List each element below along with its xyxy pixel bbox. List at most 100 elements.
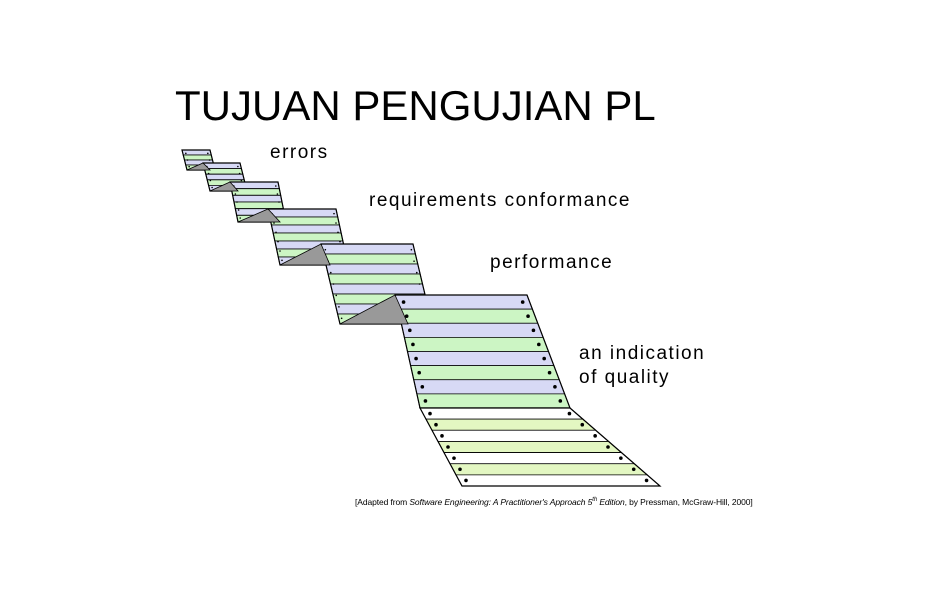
citation-edition-word: Edition bbox=[597, 497, 625, 507]
paper-stripe bbox=[329, 283, 426, 295]
paper-stripe bbox=[400, 322, 544, 338]
paper-stripe bbox=[232, 194, 283, 203]
tractor-hole bbox=[537, 342, 541, 347]
tractor-hole bbox=[240, 179, 243, 182]
paper-stripe bbox=[413, 379, 566, 395]
tractor-hole bbox=[237, 209, 240, 211]
tractor-hole bbox=[458, 467, 462, 472]
tractor-hole bbox=[434, 422, 438, 427]
tractor-hole bbox=[567, 411, 572, 416]
tractor-hole bbox=[464, 478, 468, 483]
tractor-hole bbox=[339, 240, 341, 243]
paper-stripe bbox=[455, 474, 662, 487]
label-quality-line2: of quality bbox=[579, 367, 671, 388]
fold-shadow bbox=[186, 162, 211, 171]
tractor-hole bbox=[237, 165, 239, 168]
paper-stripe bbox=[327, 273, 424, 285]
paper-stripe bbox=[230, 188, 282, 196]
tractor-hole bbox=[440, 434, 444, 438]
tractor-hole bbox=[410, 248, 413, 251]
citation-book-title: Software Engineering: A Practitioner's A… bbox=[409, 497, 586, 507]
fold-shadow bbox=[339, 294, 409, 325]
paper-stripe bbox=[419, 407, 584, 420]
citation-edition-number: 5 bbox=[585, 497, 593, 507]
paper-stripe bbox=[233, 201, 284, 210]
tractor-hole bbox=[275, 231, 277, 234]
tractor-hole bbox=[593, 434, 597, 438]
tractor-hole bbox=[276, 193, 279, 195]
citation-suffix: , by Pressman, McGraw-Hill, 2000] bbox=[624, 497, 753, 507]
paper-stripe bbox=[229, 181, 280, 190]
tractor-hole bbox=[452, 456, 456, 460]
tractor-hole bbox=[239, 217, 241, 219]
tractor-hole bbox=[236, 201, 238, 203]
tractor-hole bbox=[188, 165, 190, 168]
tractor-hole bbox=[281, 259, 283, 262]
tractor-hole bbox=[547, 370, 552, 375]
tractor-hole bbox=[279, 250, 281, 252]
paper-stripe bbox=[272, 232, 344, 242]
tractor-hole bbox=[211, 186, 213, 189]
fold-shadow bbox=[209, 181, 239, 192]
citation-prefix: [Adapted from bbox=[355, 497, 410, 507]
label-quality-line1: an indication bbox=[579, 343, 706, 364]
tractor-hole bbox=[338, 306, 340, 308]
paper-stripe bbox=[397, 308, 539, 324]
tractor-hole bbox=[404, 314, 409, 318]
label-performance: performance bbox=[490, 252, 614, 273]
paper-stripe bbox=[267, 208, 339, 218]
tractor-hole bbox=[340, 317, 343, 320]
paper-stripe bbox=[407, 351, 555, 367]
tractor-hole bbox=[417, 370, 421, 375]
tractor-hole bbox=[644, 478, 649, 483]
tractor-hole bbox=[329, 271, 332, 274]
label-indication-of-quality: an indication of quality bbox=[579, 342, 705, 390]
paper-stripe bbox=[449, 463, 649, 476]
tractor-hole bbox=[324, 248, 327, 251]
paper-stripe bbox=[320, 243, 416, 255]
paper-stripe bbox=[205, 173, 245, 181]
tractor-hole bbox=[186, 159, 189, 161]
tractor-hole bbox=[631, 467, 636, 472]
tractor-hole bbox=[234, 193, 237, 195]
label-errors: errors bbox=[270, 142, 329, 163]
tractor-hole bbox=[185, 152, 187, 155]
tractor-hole bbox=[207, 172, 210, 175]
tractor-hole bbox=[520, 300, 525, 304]
paper-stripe bbox=[410, 365, 560, 381]
tractor-hole bbox=[428, 411, 432, 416]
tractor-hole bbox=[558, 399, 563, 403]
tractor-hole bbox=[333, 212, 335, 215]
tractor-hole bbox=[207, 152, 209, 155]
tractor-hole bbox=[606, 445, 610, 449]
tractor-hole bbox=[208, 159, 211, 161]
tractor-hole bbox=[580, 422, 585, 427]
tractor-hole bbox=[335, 222, 337, 224]
tractor-hole bbox=[335, 294, 338, 297]
paper-stripe bbox=[325, 263, 421, 275]
tractor-hole bbox=[408, 328, 412, 333]
label-requirements-conformance: requirements conformance bbox=[369, 190, 631, 211]
tractor-hole bbox=[420, 385, 425, 389]
tractor-hole bbox=[278, 201, 280, 203]
tractor-hole bbox=[411, 342, 415, 347]
paper-stripe bbox=[431, 429, 610, 442]
tractor-hole bbox=[446, 445, 450, 449]
tractor-hole bbox=[401, 300, 406, 304]
tractor-hole bbox=[531, 328, 536, 333]
fold-shadow bbox=[279, 243, 331, 266]
paper-stripe bbox=[270, 224, 342, 234]
paper-stripe bbox=[394, 294, 533, 310]
citation: [Adapted from Software Engineering: A Pr… bbox=[355, 497, 753, 507]
citation-edition-superscript: th bbox=[592, 497, 598, 504]
tractor-hole bbox=[526, 314, 530, 318]
tractor-hole bbox=[418, 283, 421, 285]
paper-stripe bbox=[416, 393, 571, 409]
paper-stripe bbox=[425, 418, 597, 431]
paper-stripe bbox=[322, 253, 419, 265]
paper-stripe bbox=[203, 168, 244, 175]
tractor-hole bbox=[414, 356, 418, 361]
paper-stripe bbox=[269, 216, 340, 226]
paper-stripe bbox=[403, 336, 550, 352]
tractor-hole bbox=[542, 356, 546, 361]
